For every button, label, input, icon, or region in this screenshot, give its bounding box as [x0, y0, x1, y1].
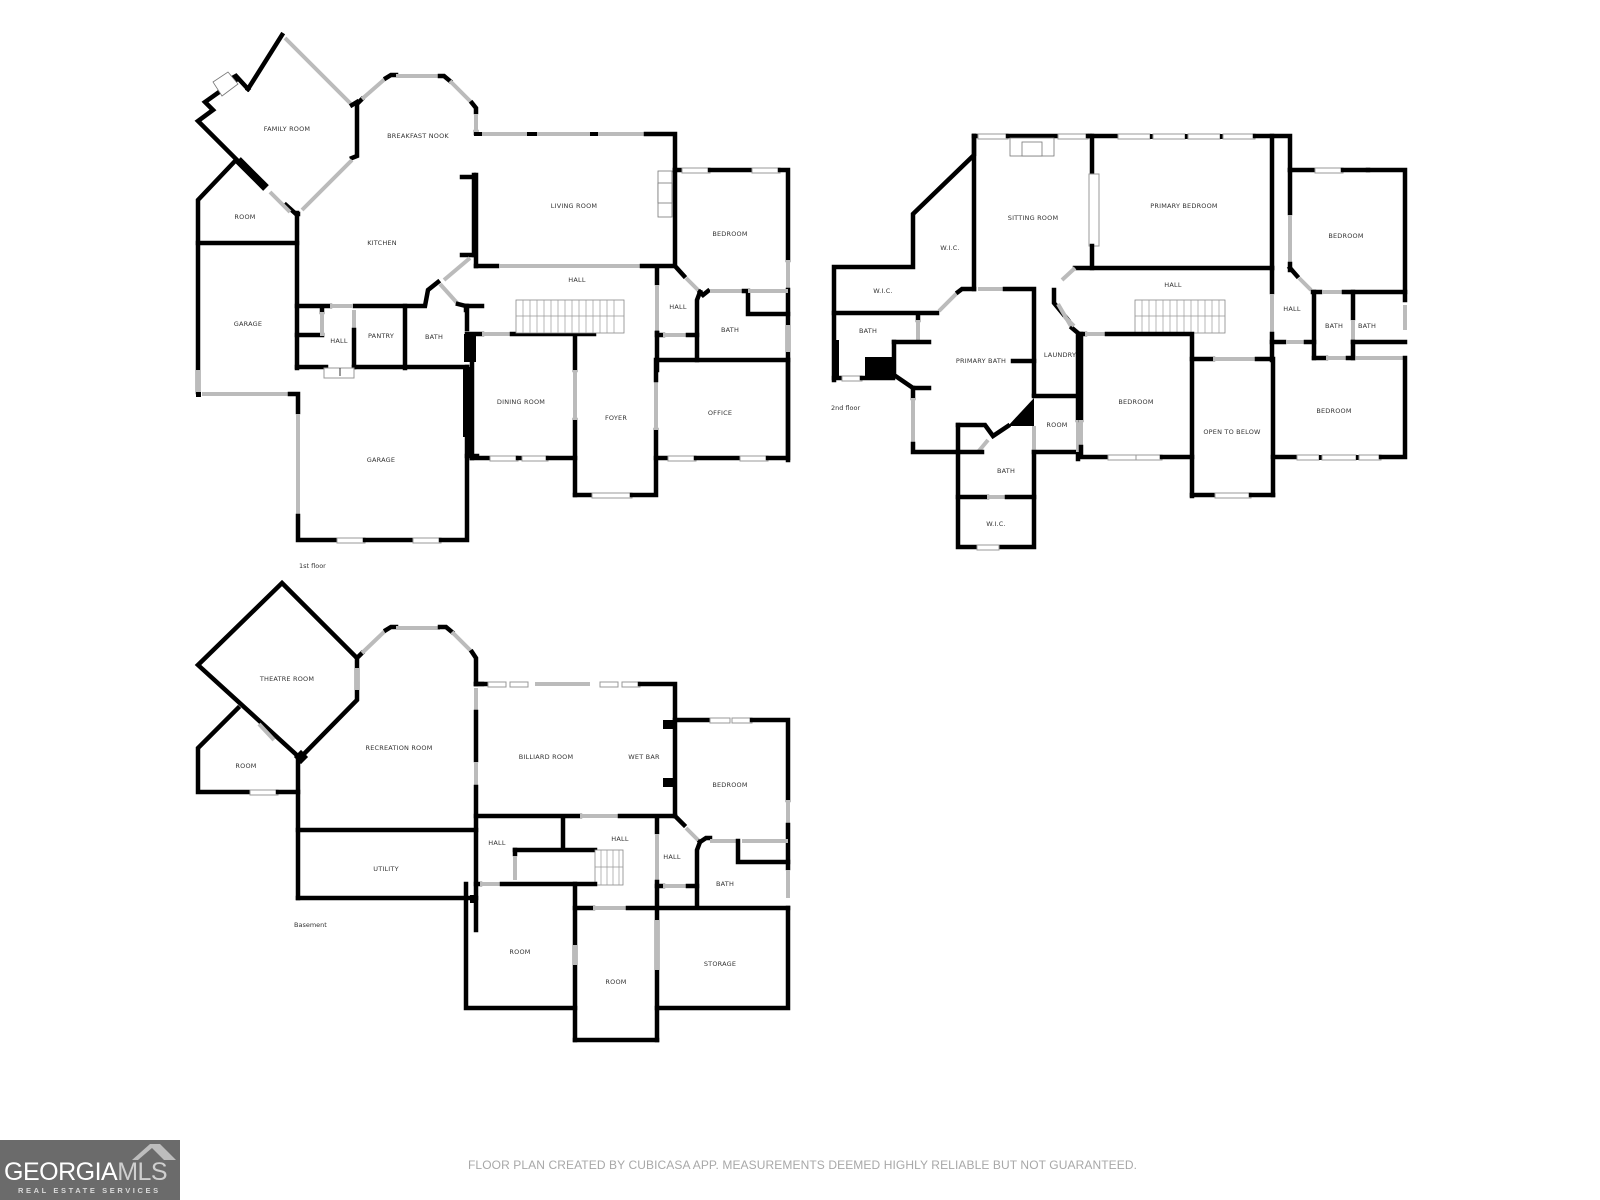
georgia-mls-logo: GEORGIAMLS REAL ESTATE SERVICES [0, 1140, 180, 1200]
logo-tagline: REAL ESTATE SERVICES [18, 1186, 161, 1195]
room-label-foyer: FOYER [604, 414, 628, 422]
room-label-utility: UTILITY [373, 865, 399, 873]
disclaimer-text: FLOOR PLAN CREATED BY CUBICASA APP. MEAS… [468, 1158, 1138, 1172]
room-label-family-room: FAMILY ROOM [263, 125, 311, 133]
room-label-recreation-room: RECREATION ROOM [365, 744, 433, 752]
room-label-hall-main: HALL [1164, 281, 1182, 289]
room-label-hall-1: HALL [488, 839, 506, 847]
room-label-bath-r1: BATH [1324, 322, 1344, 330]
room-label-wic-left: W.I.C. [873, 287, 893, 295]
room-label-hall-small: HALL [330, 337, 348, 345]
room-label-bath-right: BATH [720, 326, 740, 334]
floor-label-basement: Basement [294, 921, 327, 929]
room-label-sitting-room: SITTING ROOM [1007, 214, 1059, 222]
room-label-hall-3: HALL [663, 853, 681, 861]
room-label-dining-room: DINING ROOM [496, 398, 546, 406]
room-label-room-mid: ROOM [509, 948, 531, 956]
house-roof-icon [132, 1144, 176, 1160]
first-floor-plan [194, 31, 791, 544]
room-label-bedroom-mid: BEDROOM [1118, 398, 1154, 406]
room-label-bath-left: BATH [858, 327, 878, 335]
room-label-bedroom: BEDROOM [712, 781, 748, 789]
room-label-theatre-room: THEATRE ROOM [259, 675, 315, 683]
room-label-living-room: LIVING ROOM [550, 202, 598, 210]
floor-label-second: 2nd floor [831, 404, 861, 412]
room-label-bath-r2: BATH [1357, 322, 1377, 330]
room-label-hall-main: HALL [568, 276, 586, 284]
room-label-office: OFFICE [707, 409, 733, 417]
room-label-bath-left: BATH [424, 333, 444, 341]
room-label-primary-bath: PRIMARY BATH [955, 357, 1007, 365]
room-label-hall-right: HALL [1283, 305, 1301, 313]
room-label-pantry: PANTRY [367, 332, 395, 340]
room-label-garage-main: GARAGE [366, 456, 396, 464]
room-label-storage: STORAGE [703, 960, 737, 968]
room-label-bedroom-ne: BEDROOM [1328, 232, 1364, 240]
room-label-primary-bedroom: PRIMARY BEDROOM [1150, 202, 1218, 210]
room-label-hall-right: HALL [669, 303, 687, 311]
room-label-wic-upper: W.I.C. [940, 244, 960, 252]
second-floor-plan [831, 133, 1408, 551]
room-label-bath: BATH [715, 880, 735, 888]
room-label-bedroom: BEDROOM [712, 230, 748, 238]
room-label-room: ROOM [1046, 421, 1068, 429]
room-label-billiard-room: BILLIARD ROOM [518, 753, 574, 761]
room-label-kitchen: KITCHEN [367, 239, 397, 247]
room-label-open-to-below: OPEN TO BELOW [1203, 428, 1261, 436]
room-label-hall-2: HALL [611, 835, 629, 843]
room-label-wet-bar: WET BAR [628, 753, 660, 761]
room-label-bedroom-se: BEDROOM [1316, 407, 1352, 415]
room-label-wic-lower: W.I.C. [986, 520, 1006, 528]
room-label-laundry: LAUNDRY [1043, 351, 1077, 359]
room-label-breakfast-nook: BREAKFAST NOOK [387, 132, 449, 140]
basement-plan [194, 579, 791, 1043]
room-label-room: ROOM [234, 213, 256, 221]
room-label-bath-lower: BATH [996, 467, 1016, 475]
logo-wordmark: GEORGIAMLS [4, 1158, 168, 1186]
floor-label-first: 1st floor [299, 562, 326, 570]
room-label-room-left: ROOM [235, 762, 257, 770]
room-label-room-low: ROOM [605, 978, 627, 986]
room-label-garage-left: GARAGE [233, 320, 263, 328]
